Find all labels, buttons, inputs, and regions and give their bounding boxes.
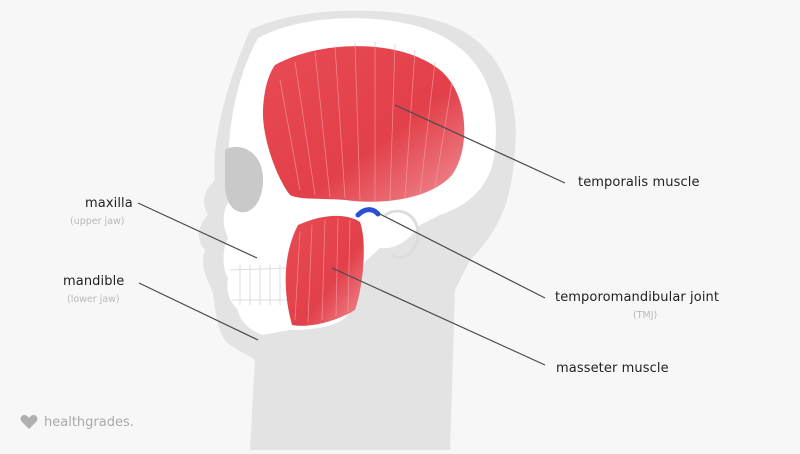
heart-icon: [20, 415, 38, 429]
healthgrades-logo: healthgrades.: [20, 414, 134, 430]
ear-detail: [384, 209, 420, 260]
temporalis-muscle: [262, 46, 465, 202]
eye-socket: [225, 146, 264, 213]
leader-lines: [137, 104, 566, 366]
masseter-muscle: [285, 215, 364, 326]
label-maxilla: maxilla: [85, 196, 133, 211]
tmj-joint: [355, 207, 381, 218]
logo-text: healthgrades.: [44, 414, 134, 430]
label-tmj: temporomandibular joint: [555, 290, 720, 305]
teeth: [229, 265, 291, 305]
temporalis-fibers: [279, 42, 453, 201]
label-mandible: mandible: [63, 274, 125, 289]
sublabel-maxilla: (upper jaw): [70, 216, 125, 227]
sublabel-mandible: (lower jaw): [67, 294, 120, 305]
sublabel-tmj: (TMJ): [633, 310, 658, 321]
masseter-fibers: [294, 217, 351, 323]
label-temporalis: temporalis muscle: [578, 175, 700, 190]
label-masseter: masseter muscle: [556, 361, 669, 376]
